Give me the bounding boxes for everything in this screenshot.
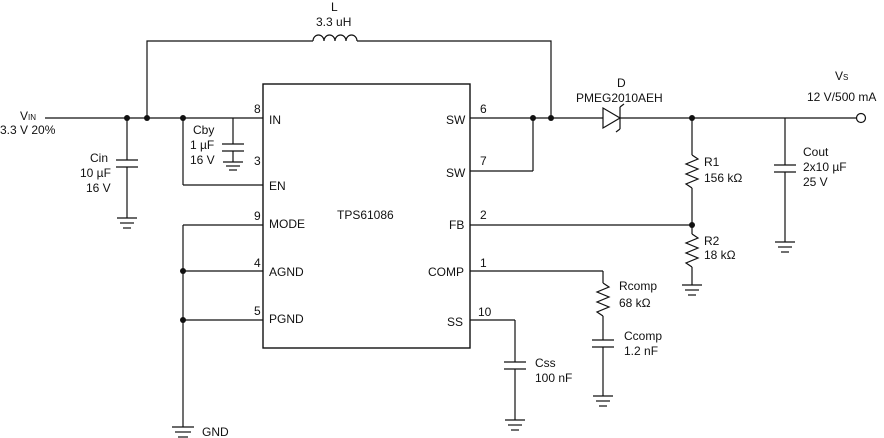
sw-node bbox=[532, 117, 603, 171]
pin-sw-7-label: SW bbox=[446, 166, 466, 180]
css-value: 100 nF bbox=[535, 371, 572, 385]
input-name: V bbox=[20, 109, 28, 123]
junction-dot bbox=[180, 268, 186, 274]
cin-value: 10 µF bbox=[80, 166, 111, 180]
pin-mode-label: MODE bbox=[269, 217, 305, 231]
inductor-value: 3.3 uH bbox=[316, 15, 351, 29]
diode-d: D PMEG2010AEH bbox=[576, 76, 663, 133]
r2-value: 18 kΩ bbox=[704, 248, 736, 262]
pin-leads bbox=[183, 117, 692, 321]
pin-mode: 9 MODE bbox=[254, 209, 305, 231]
rcomp-value: 68 kΩ bbox=[619, 296, 651, 310]
svg-text:VIN: VIN bbox=[20, 109, 36, 123]
junction-dot bbox=[689, 115, 695, 121]
gnd-label: GND bbox=[202, 425, 229, 438]
ccomp-name: Ccomp bbox=[624, 329, 662, 343]
capacitor-ccomp: Ccomp 1.2 nF bbox=[592, 329, 662, 407]
junction-dot bbox=[124, 115, 130, 121]
resistor-rcomp: Rcomp 68 kΩ bbox=[595, 271, 657, 340]
diode-name: D bbox=[617, 76, 626, 90]
output-name: V bbox=[835, 69, 843, 83]
diode-part: PMEG2010AEH bbox=[576, 91, 663, 105]
pin-agnd: 4 AGND bbox=[254, 256, 304, 279]
pin-en-number: 3 bbox=[254, 154, 261, 168]
cout-value: 2x10 µF bbox=[803, 160, 847, 174]
cout-name: Cout bbox=[803, 145, 829, 159]
pin-pgnd-number: 5 bbox=[254, 304, 261, 318]
pin-in: 8 IN bbox=[254, 102, 281, 127]
pin-comp-number: 1 bbox=[480, 256, 487, 270]
ccomp-value: 1.2 nF bbox=[624, 344, 658, 358]
output-value: 12 V/500 mA bbox=[807, 90, 876, 104]
pin-sw-7-number: 7 bbox=[480, 154, 487, 168]
pin-ss: 10 SS bbox=[447, 305, 492, 329]
pin-fb-number: 2 bbox=[480, 208, 487, 222]
junction-dot bbox=[180, 317, 186, 323]
pin-pgnd: 5 PGND bbox=[254, 304, 304, 326]
svg-text:VS: VS bbox=[835, 69, 848, 83]
pin-sw-6: 6 SW bbox=[446, 102, 487, 127]
pin-ss-label: SS bbox=[447, 315, 463, 329]
junction-dot bbox=[180, 115, 186, 121]
input-rail bbox=[45, 40, 552, 185]
inductor-l: L 3.3 uH bbox=[312, 0, 358, 42]
r2-name: R2 bbox=[704, 234, 720, 248]
cout-voltage: 25 V bbox=[803, 175, 828, 189]
pin-sw-6-number: 6 bbox=[480, 102, 487, 116]
resistor-r1: R1 156 kΩ bbox=[684, 118, 742, 225]
capacitor-cin: Cin 10 µF 16 V bbox=[80, 118, 138, 229]
capacitor-css: Css 100 nF bbox=[504, 320, 572, 431]
pin-fb-label: FB bbox=[449, 218, 464, 232]
output-rail: VS 12 V/500 mA bbox=[620, 69, 876, 124]
r1-value: 156 kΩ bbox=[704, 171, 742, 185]
input-label: VIN 3.3 V 20% bbox=[0, 109, 56, 137]
capacitor-cby: Cby 1 µF 16 V bbox=[190, 118, 244, 171]
cin-name: Cin bbox=[90, 151, 108, 165]
output-name-subscript: S bbox=[843, 73, 848, 82]
pin-in-label: IN bbox=[269, 113, 281, 127]
pin-agnd-number: 4 bbox=[254, 256, 261, 270]
output-terminal bbox=[855, 112, 867, 124]
input-value: 3.3 V 20% bbox=[0, 123, 56, 137]
r1-name: R1 bbox=[704, 155, 720, 169]
ic-name: TPS61086 bbox=[337, 208, 394, 222]
junction-dots bbox=[124, 115, 695, 323]
pin-comp-label: COMP bbox=[428, 265, 464, 279]
pin-fb: 2 FB bbox=[449, 208, 487, 232]
rcomp-name: Rcomp bbox=[619, 279, 657, 293]
junction-dot bbox=[530, 115, 536, 121]
inductor-name: L bbox=[331, 0, 338, 14]
cby-voltage: 16 V bbox=[190, 153, 215, 167]
junction-dot bbox=[548, 115, 554, 121]
pin-in-number: 8 bbox=[254, 102, 261, 116]
cin-voltage: 16 V bbox=[86, 181, 111, 195]
pin-en: 3 EN bbox=[254, 154, 286, 193]
pin-pgnd-label: PGND bbox=[269, 312, 304, 326]
junction-dot bbox=[144, 115, 150, 121]
cby-value: 1 µF bbox=[190, 138, 214, 152]
pin-comp: 1 COMP bbox=[428, 256, 487, 279]
pin-sw-7: 7 SW bbox=[446, 154, 487, 180]
junction-dot bbox=[689, 222, 695, 228]
pin-en-label: EN bbox=[269, 179, 286, 193]
pin-agnd-label: AGND bbox=[269, 265, 304, 279]
input-name-subscript: IN bbox=[28, 113, 36, 122]
cby-name: Cby bbox=[193, 123, 214, 137]
resistor-r2: R2 18 kΩ bbox=[682, 225, 736, 296]
pin-ss-number: 10 bbox=[478, 305, 492, 319]
css-name: Css bbox=[535, 356, 556, 370]
pin-sw-6-label: SW bbox=[446, 113, 466, 127]
pin-mode-number: 9 bbox=[254, 209, 261, 223]
ground-bus: GND bbox=[172, 225, 229, 438]
ic-body bbox=[262, 83, 471, 349]
capacitor-cout: Cout 2x10 µF 25 V bbox=[774, 118, 847, 253]
